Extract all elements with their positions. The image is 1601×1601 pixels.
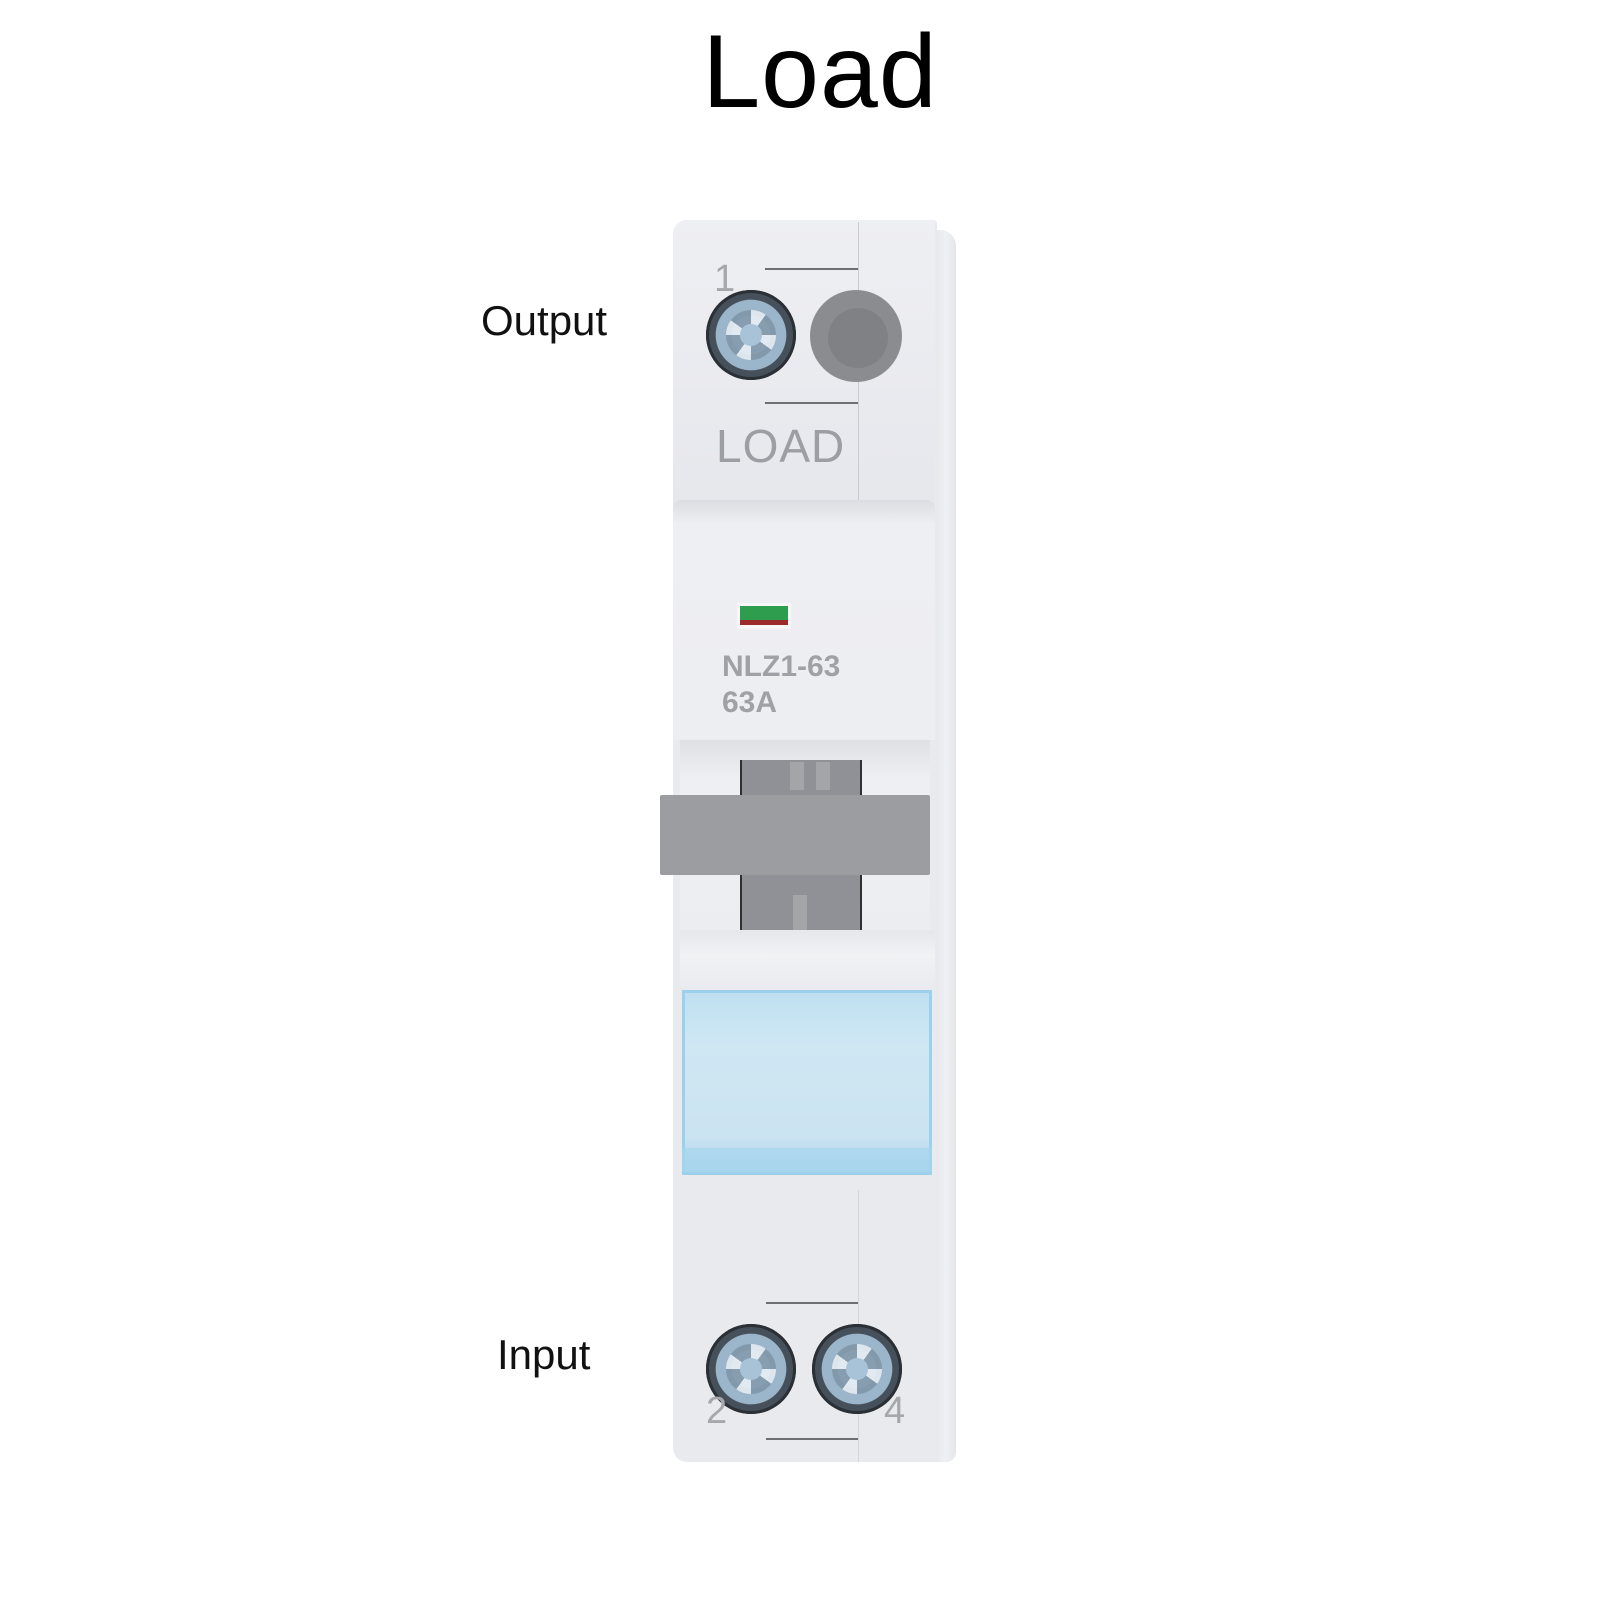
status-indicator-red — [740, 620, 788, 625]
screw-icon-terminal-1 — [706, 290, 796, 380]
toggle-switch-handle[interactable] — [660, 795, 930, 875]
output-label: Output — [481, 297, 608, 344]
front-panel — [673, 500, 935, 740]
input-label: Input — [497, 1331, 591, 1378]
bottom-terminal-frame — [766, 1302, 858, 1440]
diagram-title: Load — [702, 14, 938, 130]
load-marking: LOAD — [716, 420, 846, 472]
terminal-number-2: 2 — [706, 1390, 728, 1432]
cover-lip — [682, 1148, 932, 1172]
transparent-label-cover[interactable] — [682, 990, 932, 1175]
toggle-ridge — [790, 762, 804, 790]
toggle-ridge — [793, 895, 807, 935]
toggle-ridge — [816, 762, 830, 790]
status-indicator-green — [740, 606, 788, 620]
cover-hinge — [680, 930, 935, 992]
top-terminal-frame — [765, 268, 858, 404]
terminal-plug-icon — [810, 290, 902, 382]
terminal-number-1: 1 — [714, 258, 736, 300]
screw-icon-terminal-2 — [706, 1324, 796, 1414]
current-rating: 63A — [722, 686, 778, 719]
screw-icon-terminal-4 — [812, 1324, 902, 1414]
terminal-number-4: 4 — [884, 1390, 906, 1432]
model-number: NLZ1-63 — [722, 650, 841, 683]
